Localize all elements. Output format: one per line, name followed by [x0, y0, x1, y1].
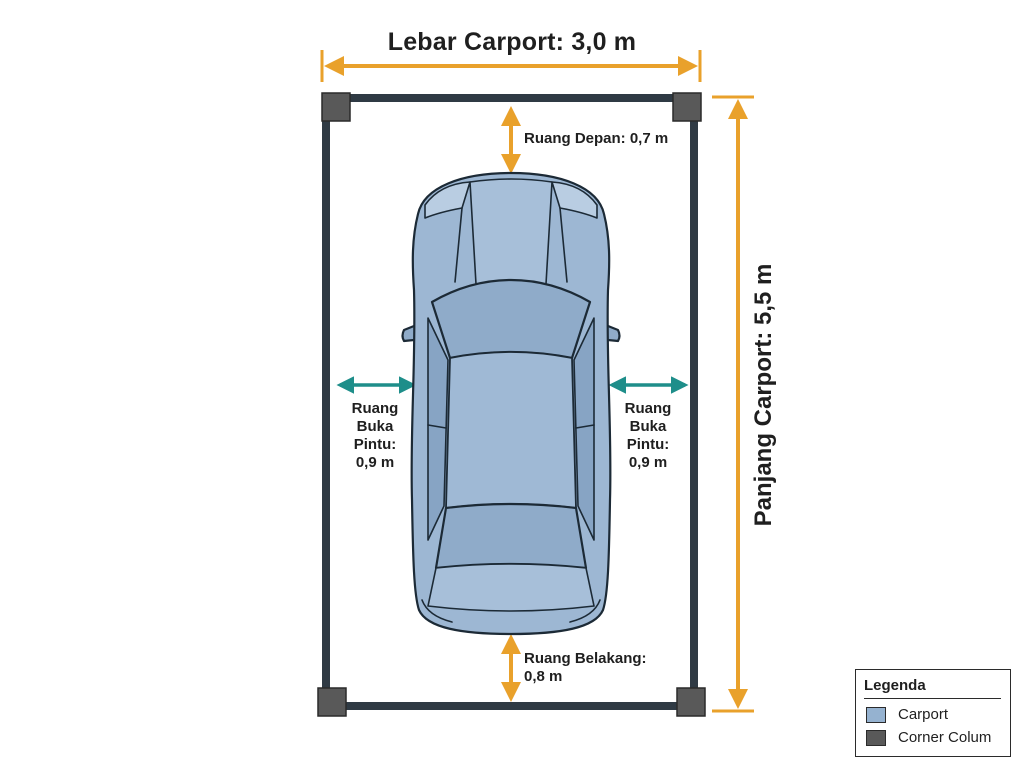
door-left-label: Ruang Buka Pintu: 0,9 m — [335, 400, 415, 472]
door-left-line: 0,9 m — [355, 454, 395, 471]
carport-width-label: Lebar Carport: 3,0 m — [387, 28, 637, 56]
door-right-line: 0,9 m — [628, 454, 668, 471]
corner-column-bl — [317, 687, 347, 717]
corner-column-br — [676, 687, 706, 717]
door-left-line: Ruang — [351, 400, 399, 417]
width-dimension-arrow — [320, 50, 702, 82]
legend-divider — [864, 698, 1001, 699]
door-right-label: Ruang Buka Pintu: 0,9 m — [608, 400, 688, 472]
length-dimension-arrow — [712, 95, 754, 713]
legend: Legenda Carport Corner Colum — [855, 669, 1011, 757]
door-left-line: Buka — [356, 418, 394, 435]
carport-swatch-icon — [866, 707, 886, 723]
door-right-line: Buka — [629, 418, 667, 435]
legend-item-label: Corner Colum — [898, 729, 992, 746]
rear-clearance-line1: Ruang Belakang: — [524, 650, 647, 667]
sedan-top-view-icon — [401, 171, 621, 636]
corner-column-tr — [672, 92, 702, 122]
legend-title: Legenda — [864, 677, 926, 694]
rear-clearance-line2: 0,8 m — [524, 668, 563, 685]
corner-columns — [317, 92, 706, 717]
legend-item-label: Carport — [898, 706, 949, 723]
front-clearance-label: Ruang Depan: 0,7 m — [524, 130, 669, 147]
corner-column-tl — [321, 92, 351, 122]
rear-clearance-label: Ruang Belakang: 0,8 m — [524, 650, 647, 686]
carport-frame — [322, 94, 698, 710]
door-left-line: Pintu: — [353, 436, 397, 453]
door-right-line: Pintu: — [626, 436, 670, 453]
column-swatch-icon — [866, 730, 886, 746]
carport-length-label: Panjang Carport: 5,5 m — [750, 263, 777, 527]
door-right-line: Ruang — [624, 400, 672, 417]
